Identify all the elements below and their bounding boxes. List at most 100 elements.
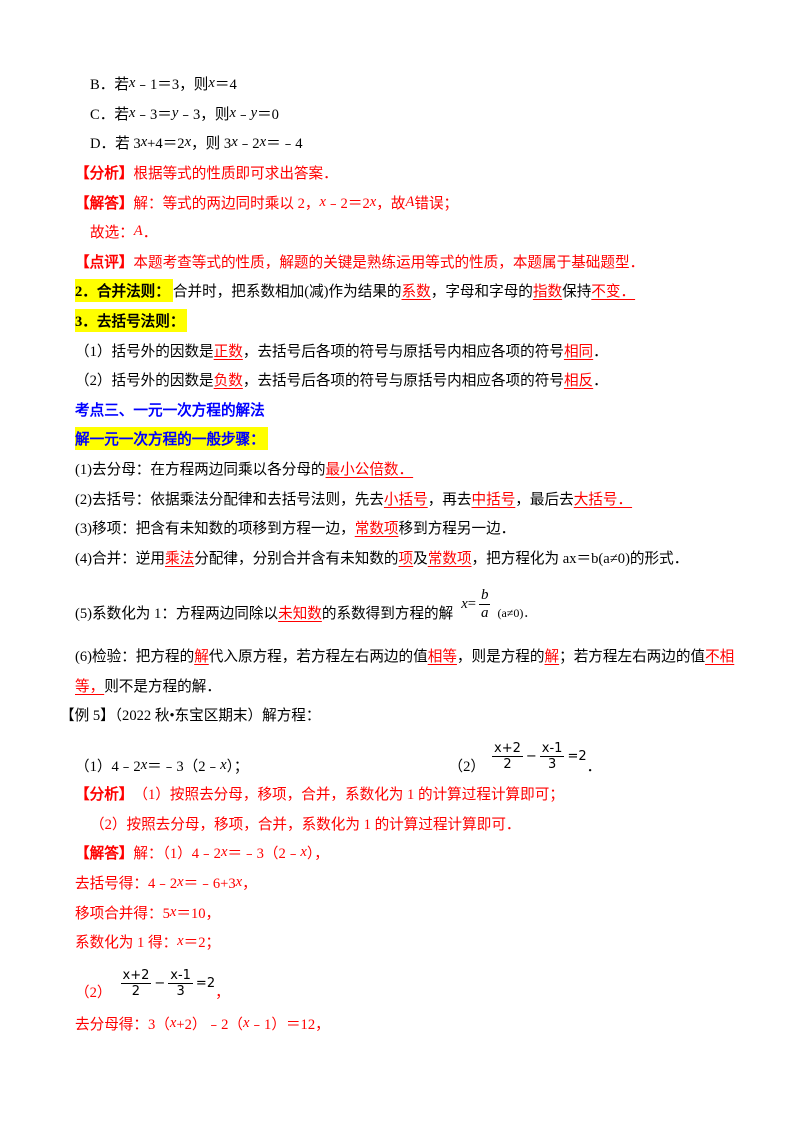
line-option-b: B．若 x﹣1＝3，则 x＝4 [0, 69, 800, 99]
italic-variable: y [171, 104, 179, 121]
line-example-title: 【例 5】（2022 秋•东宝区期末）解方程： [0, 700, 800, 730]
text-segment: （1）括号外的因数是 [75, 343, 214, 360]
line-analysis-2: 【分析】（1）按照去分母，移项，合并，系数化为 1 的计算过程计算即可； [0, 779, 800, 809]
text-segment: ， [242, 875, 257, 892]
text-segment: 【例 5】（2022 秋•东宝区期末）解方程： [60, 708, 321, 725]
italic-variable: x [300, 844, 307, 861]
line-option-c: C．若 x﹣3＝y﹣3，则 x﹣y＝0 [0, 99, 800, 129]
fraction-numerator: x-1 [170, 968, 191, 984]
text-segment: ＝2； [183, 935, 221, 952]
underlined-term: 不变． [591, 284, 636, 301]
italic-variable: x [208, 75, 215, 92]
highlighted-heading: 3．去括号法则： [75, 309, 188, 333]
text-segment: ﹣3，则 [178, 106, 230, 123]
fraction-denominator: 3 [539, 755, 565, 772]
text-segment: 系数化为 1 得： [75, 935, 178, 952]
line-rule-brackets: 3．去括号法则： [0, 306, 800, 336]
bold-label: 【点评】 [75, 254, 134, 271]
text-segment: 保持 [562, 284, 592, 301]
italic-variable: x [140, 134, 148, 151]
underlined-term: 相等 [427, 648, 457, 665]
line-sol-1c: 系数化为 1 得：x＝2； [0, 927, 800, 957]
underlined-term: 常数项 [354, 521, 399, 538]
underlined-term: 正数 [213, 343, 243, 360]
text-segment: ，把方程化为 ax＝b(a≠0)的形式． [471, 550, 689, 567]
text-segment: ＝10， [176, 905, 221, 922]
italic-variable: x [369, 193, 377, 210]
underlined-term: 不相 [705, 648, 735, 665]
text-segment: =2 [195, 976, 216, 992]
underlined-term: 大括号． [573, 491, 633, 508]
line-analysis-2b: （2）按照去分母，移项，合并，系数化为 1 的计算过程计算即可． [0, 808, 800, 838]
italic-variable: x [177, 933, 184, 950]
text-segment: ﹣2 [237, 136, 260, 153]
bold-label: 【解答】 [75, 846, 134, 863]
italic-variable: x [259, 134, 267, 151]
line-sol-2a: 去分母得：3（x+2）﹣2（x﹣1）＝12， [0, 1009, 800, 1039]
text-segment: ＝﹣3（2﹣ [227, 846, 301, 863]
italic-variable: x [461, 595, 468, 612]
line-step-1: (1)去分母：在方程两边同乘以各分母的最小公倍数． [0, 454, 800, 484]
bold-label: 【分析】 [75, 787, 134, 804]
text-segment: = [467, 595, 476, 612]
italic-variable: x [128, 75, 136, 92]
text-segment: (a≠0)． [497, 605, 536, 620]
highlighted-heading: 2．合并法则： [75, 279, 173, 303]
text-segment: +4＝2 [147, 136, 185, 153]
text-segment: ． [593, 343, 608, 360]
text-segment: ，则 3 [191, 136, 232, 153]
underlined-term: 解 [544, 648, 560, 665]
underlined-term: 相反 [563, 373, 594, 390]
text-segment: ﹣ [235, 106, 251, 123]
text-segment: ． [586, 758, 602, 775]
underlined-term: 常数项 [427, 550, 472, 567]
italic-variable: x [319, 193, 326, 210]
italic-variable: x [177, 873, 184, 890]
text-segment: C．若 [90, 106, 129, 123]
text-segment: 解：（1）4﹣2 [133, 846, 221, 863]
line-step-6b: 等，则不是方程的解． [0, 670, 800, 700]
underlined-term: 相同 [563, 343, 594, 360]
italic-variable: x [169, 1015, 177, 1032]
text-segment: ． [593, 373, 608, 390]
text-segment: ，则是方程的 [456, 648, 545, 665]
fraction-numerator: b [480, 586, 489, 603]
text-segment: ． [142, 225, 158, 242]
text-segment: 根据等式的性质即可求出答案． [133, 166, 338, 183]
line-choice: 故选：A． [0, 217, 800, 247]
italic-variable: x [184, 134, 192, 151]
text-segment: ）； [226, 758, 249, 775]
text-segment: 去括号得：4﹣2 [75, 875, 178, 892]
text-segment: ，字母和字母的 [430, 284, 533, 301]
text-segment: （2）按照去分母，移项，合并，系数化为 1 的计算过程计算即可． [90, 816, 521, 833]
text-segment: （1）按照去分母，移项，合并，系数化为 1 的计算过程计算即可； [133, 787, 564, 804]
text-segment: (5)系数化为 1：方程两边同除以 [75, 605, 279, 622]
text-segment: +2）﹣2（ [176, 1017, 243, 1034]
fraction-numerator: x-1 [541, 740, 563, 756]
fraction-numerator: x+2 [122, 968, 150, 984]
text-segment: ＝4 [214, 77, 237, 94]
text-segment: （2） [448, 758, 486, 775]
text-segment: ＝﹣3（2﹣ [147, 758, 221, 775]
italic-variable: A [405, 193, 415, 210]
line-bracket-negative: （2）括号外的因数是负数，去括号后各项的符号与原括号内相应各项的符号相反． [0, 365, 800, 395]
text-segment: (4)合并：逆用 [75, 550, 165, 567]
text-segment: 错误； [414, 195, 459, 212]
text-segment: 则不是方程的解． [104, 678, 221, 695]
bold-label: 考点三、一元一次方程的解法 [75, 402, 265, 419]
text-segment: （2）括号外的因数是 [75, 373, 214, 390]
text-segment: 解：等式的两边同时乘以 2， [133, 195, 320, 212]
